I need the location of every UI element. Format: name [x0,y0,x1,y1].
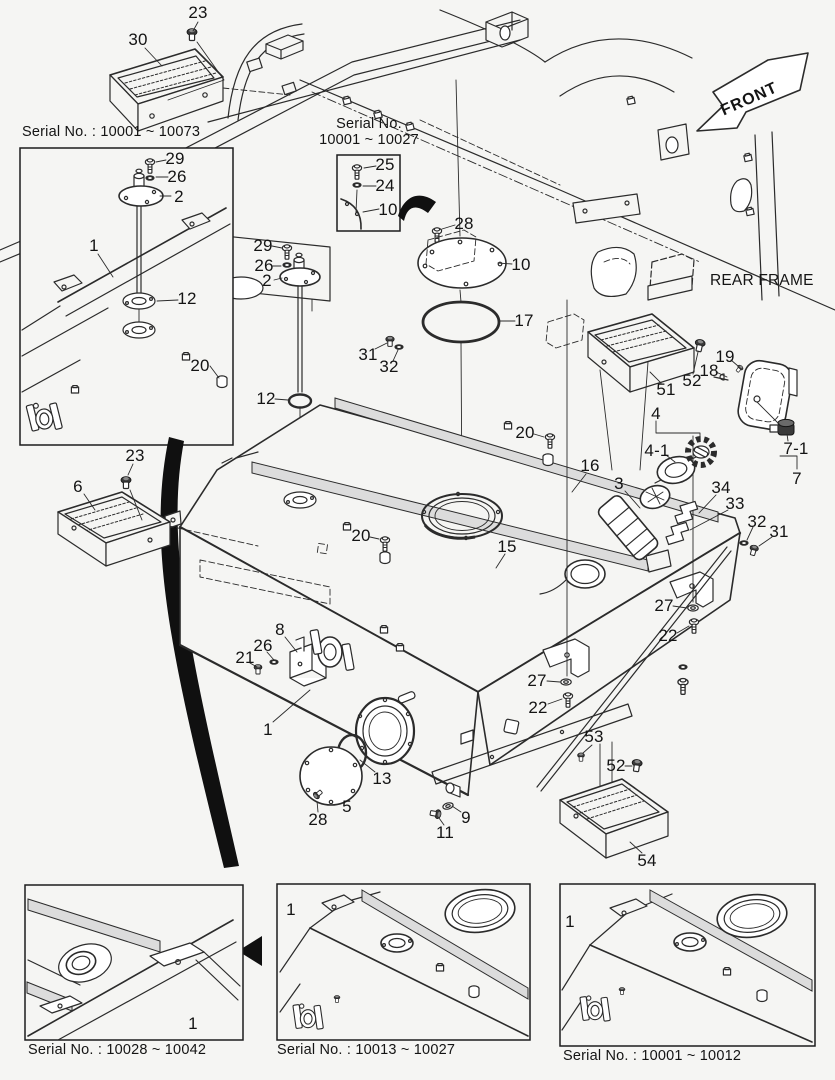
filler-cap-strainer [597,436,717,561]
caption-serial-bottom-middle: Serial No. : 10013 ~ 10027 [277,1042,456,1058]
step-51 [425,229,707,471]
front-direction-arrow [696,52,809,132]
fuel-tank-body [79,299,760,820]
serial-inset-top-left [19,147,234,446]
caption-serial-top-middle-line2: 10001 ~ 10027 [319,132,419,148]
pointer-swoosh-arrows [160,195,436,966]
caption-serial-top-left: Serial No. : 10001 ~ 10073 [22,124,201,140]
caption-serial-bottom-right: Serial No. : 10001 ~ 10012 [563,1048,742,1064]
serial-inset-top-middle [336,154,401,232]
rear-frame-label: REAR FRAME [710,272,814,289]
serial-inset-bottom-middle [276,883,531,1041]
serial-inset-bottom-left [24,884,244,1041]
serial-inset-bottom-right [559,883,816,1047]
fuel-sender-assembly [279,244,321,495]
access-plate-5 [299,733,368,806]
step-30 [109,28,225,132]
tank-cover-assembly [417,79,507,506]
step-54 [559,741,669,859]
caption-serial-top-middle-line1: Serial No. [336,116,402,132]
cover-plate-7 [713,359,798,436]
step-6 [57,476,171,567]
caption-serial-bottom-left: Serial No. : 10028 ~ 10042 [28,1042,207,1058]
